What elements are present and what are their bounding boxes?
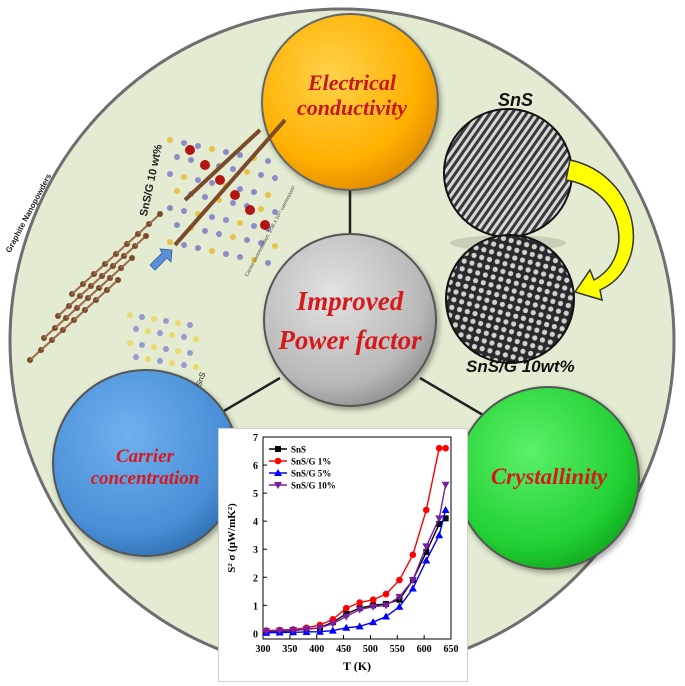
legend-label: SnS/G 1% (291, 457, 331, 467)
improved-power-factor-bubble (263, 233, 437, 407)
data-point (275, 446, 281, 452)
sem-snsg-label: SnS/G 10wt% (466, 357, 575, 376)
data-point (328, 626, 337, 634)
y-tick-label: 6 (253, 461, 258, 472)
x-tick-label: 400 (309, 644, 324, 655)
data-point (441, 481, 450, 489)
blue-arrow-icon (149, 248, 173, 271)
data-point (395, 602, 404, 610)
y-tick-label: 7 (253, 433, 258, 444)
data-point (442, 515, 449, 522)
power-factor-chart-svg: 300 350 400 450 500 550 600 650 0 1 2 3 4 5 6 7 T (K) S² … (226, 433, 459, 673)
data-point (315, 624, 324, 632)
data-point (289, 627, 298, 635)
series-line (266, 509, 447, 634)
graphite-structure-image (27, 211, 163, 363)
data-point (441, 505, 450, 513)
legend-label: SnS (291, 445, 306, 455)
data-point (422, 506, 430, 514)
data-point (423, 549, 430, 556)
electrical-conductivity-label: Electrical conductivity (297, 70, 407, 121)
data-point (274, 457, 282, 465)
x-axis-label: T (K) (343, 659, 371, 673)
data-point (422, 543, 431, 551)
data-point (382, 602, 391, 610)
crystallinity-label: Crystallinity (490, 464, 608, 489)
data-point (369, 618, 378, 626)
data-point (382, 590, 390, 598)
x-tick-label: 350 (282, 644, 297, 655)
snsg-crystal-structure-image (167, 118, 287, 266)
data-point (275, 627, 284, 635)
electrical-conductivity-bubble (261, 13, 439, 191)
x-tick-label: 300 (256, 644, 271, 655)
data-point (302, 626, 311, 634)
y-axis-label: S² σ (μW/mK²) (226, 503, 238, 573)
x-tick-label: 650 (444, 644, 459, 655)
y-tick-label: 4 (253, 517, 258, 528)
power-factor-chart: 300 350 400 450 500 550 600 650 0 1 2 3 4 5 6 7 T (K) S² … (218, 428, 468, 682)
curved-arrow-icon (565, 159, 635, 302)
carrier-concentration-label: Carrier concentration (90, 446, 200, 489)
x-tick-label: 600 (417, 644, 432, 655)
sns-crystal-structure-image (127, 312, 199, 370)
data-point (395, 593, 404, 601)
data-point (274, 482, 282, 489)
data-point (274, 469, 282, 476)
x-tick-label: 550 (390, 644, 405, 655)
data-point (262, 628, 271, 636)
data-point (342, 604, 350, 612)
data-point (355, 622, 364, 630)
data-point (382, 612, 391, 620)
sem-snsg-image (445, 234, 575, 364)
data-point (328, 620, 337, 628)
improved-power-factor-label: Improved Power factor (278, 286, 422, 356)
data-point (342, 623, 351, 631)
x-tick-label: 500 (363, 644, 378, 655)
y-tick-label: 0 (253, 629, 258, 640)
data-point (396, 576, 403, 584)
y-tick-label: 5 (253, 489, 258, 500)
legend-label: SnS/G 10% (291, 481, 336, 491)
data-point (435, 531, 444, 539)
data-point (369, 596, 377, 604)
data-point (435, 444, 443, 452)
x-tick-label: 450 (336, 644, 351, 655)
data-point (409, 551, 417, 559)
data-point (356, 599, 363, 606)
y-tick-label: 2 (253, 573, 258, 584)
data-point (369, 603, 378, 611)
data-point (408, 584, 417, 592)
sem-sns-label: SnS (498, 90, 534, 110)
data-point (442, 444, 449, 452)
y-tick-label: 3 (253, 545, 258, 556)
data-point (355, 606, 364, 614)
data-point (435, 515, 444, 523)
plot-frame (262, 436, 452, 640)
data-point (436, 520, 443, 527)
data-point (342, 613, 351, 621)
data-point (422, 556, 431, 564)
legend-label: SnS/G 5% (291, 469, 331, 479)
y-tick-label: 1 (253, 601, 258, 612)
data-point (408, 577, 417, 585)
